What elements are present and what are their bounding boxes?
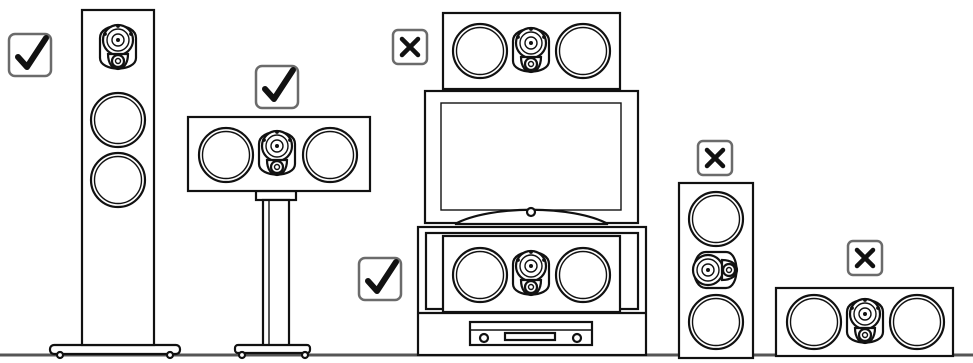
center-speaker-on-stand xyxy=(188,117,370,358)
floorstanding-speaker xyxy=(50,10,180,358)
center-speaker-vertical xyxy=(679,183,753,358)
cross-mark-icon xyxy=(393,30,427,64)
check-mark-icon xyxy=(256,66,298,108)
tv-cabinet-setup xyxy=(418,13,646,355)
cross-mark-icon xyxy=(698,141,732,175)
check-mark-icon xyxy=(359,258,401,300)
center-speaker-on-floor xyxy=(776,288,953,356)
check-mark-icon xyxy=(9,34,51,76)
cross-mark-icon xyxy=(848,241,882,275)
